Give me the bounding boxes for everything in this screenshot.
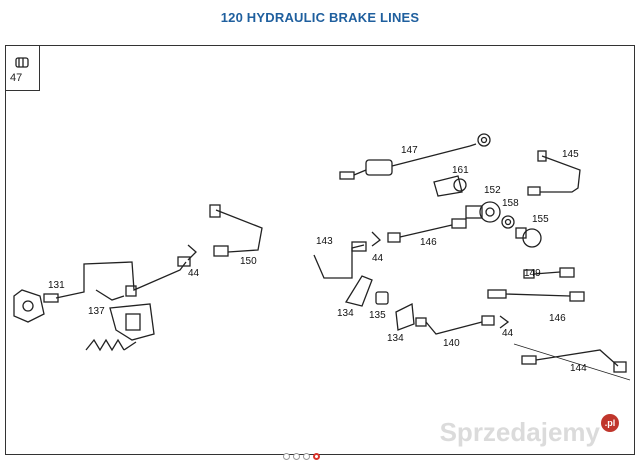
part-44a-clip	[371, 231, 381, 247]
label-155: 155	[532, 214, 549, 225]
label-134b: 134	[387, 333, 404, 344]
part-47-fitting	[15, 57, 29, 68]
diagram-frame	[5, 45, 635, 455]
label-145: 145	[562, 149, 579, 160]
page-title: 120 HYDRAULIC BRAKE LINES	[220, 10, 420, 25]
part-149-hose	[523, 267, 575, 279]
part-155-bolt	[515, 227, 542, 248]
inset-box	[5, 45, 40, 91]
label-144: 144	[570, 363, 587, 374]
part-146a-hose	[387, 218, 467, 243]
label-44a: 44	[372, 253, 384, 264]
part-137-line	[95, 285, 137, 301]
label-146b: 146	[549, 313, 566, 324]
part-135-fitting	[375, 291, 389, 305]
part-152-banjo	[465, 201, 501, 223]
label-161: 161	[452, 165, 469, 176]
part-140-line	[415, 315, 495, 335]
part-147-hose	[339, 133, 491, 180]
pagination-dot-4[interactable]	[313, 453, 320, 460]
part-146b-hose	[487, 289, 585, 302]
part-44c-clip	[499, 315, 510, 329]
part-150-line	[209, 204, 263, 257]
part-131-line	[43, 256, 191, 303]
label-135: 135	[369, 310, 386, 321]
part-143-line	[313, 241, 367, 279]
caliper-bracket	[109, 303, 155, 341]
caliper-left	[13, 289, 45, 323]
part-labels: 147 161 145 152 158 155 143 146 44 44 15…	[48, 145, 587, 374]
part-158-washer	[501, 215, 515, 229]
watermark-badge: .pl	[601, 414, 619, 432]
inset-part-label: 47	[10, 72, 23, 84]
pagination-dot-1[interactable]	[283, 453, 290, 460]
label-137: 137	[88, 306, 105, 317]
pagination-dot-3[interactable]	[303, 453, 310, 460]
label-149: 149	[524, 268, 541, 279]
watermark: Sprzedajemy	[439, 417, 600, 447]
label-147: 147	[401, 145, 418, 156]
label-152: 152	[484, 185, 501, 196]
part-44b-clip	[187, 244, 197, 261]
spring	[85, 338, 137, 352]
pagination-dots	[283, 453, 320, 460]
part-134a-bracket	[344, 275, 373, 307]
part-161-connector	[433, 175, 467, 197]
part-145-line	[527, 150, 581, 196]
label-143: 143	[316, 236, 333, 247]
label-158: 158	[502, 198, 519, 209]
part-144-line	[521, 349, 627, 373]
label-131: 131	[48, 280, 65, 291]
part-134b-bracket	[395, 302, 415, 331]
label-44b: 44	[188, 268, 200, 279]
pagination-dot-2[interactable]	[293, 453, 300, 460]
label-140: 140	[443, 338, 460, 349]
label-150: 150	[240, 256, 257, 267]
label-146a: 146	[420, 237, 437, 248]
label-134a: 134	[337, 308, 354, 319]
label-44c: 44	[502, 328, 514, 339]
